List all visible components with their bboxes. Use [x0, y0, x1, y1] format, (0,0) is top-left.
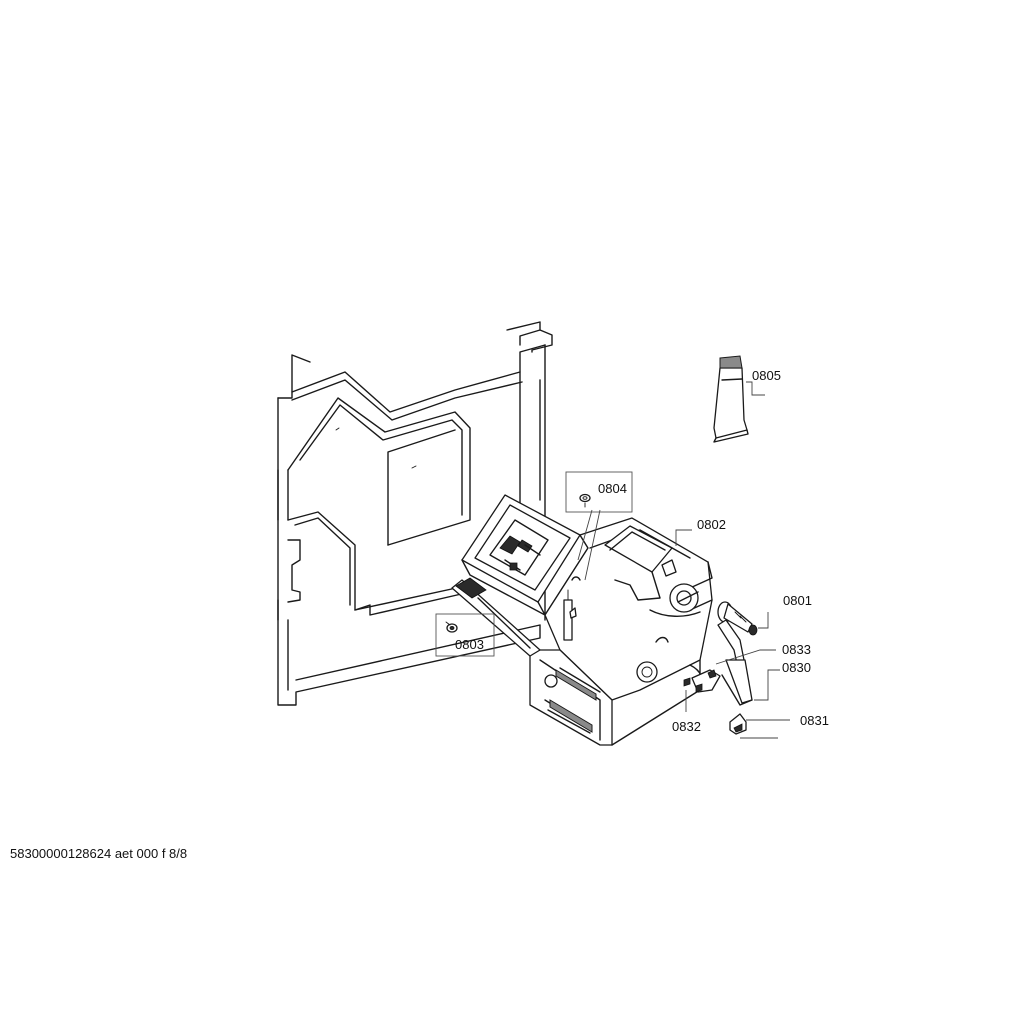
part-label-0803: 0803 — [455, 637, 484, 652]
part-label-0804: 0804 — [598, 481, 627, 496]
document-reference: 58300000128624 aet 000 f 8/8 — [10, 846, 188, 861]
label-box-0804 — [565, 471, 633, 513]
part-label-0833: 0833 — [782, 642, 811, 657]
o-ring-icon — [445, 621, 458, 633]
part-label-0831: 0831 — [800, 713, 829, 728]
part-label-0832: 0832 — [672, 719, 701, 734]
grease-tube-icon — [713, 355, 749, 443]
label-box-0803 — [435, 613, 495, 657]
part-label-0830: 0830 — [782, 660, 811, 675]
seal-ring-icon — [579, 493, 591, 508]
lever-bracket-icon — [717, 619, 753, 706]
leaders — [435, 381, 790, 739]
part-label-0805: 0805 — [752, 368, 781, 383]
housing-frame — [277, 321, 553, 706]
clip-icon — [691, 669, 721, 693]
brewing-unit — [451, 494, 713, 746]
part-labels: 0805 0804 0802 0801 0803 0833 0830 0832 … — [455, 368, 829, 734]
part-label-0802: 0802 — [697, 517, 726, 532]
part-label-0801: 0801 — [783, 593, 812, 608]
foot-bracket-icon — [729, 713, 747, 735]
